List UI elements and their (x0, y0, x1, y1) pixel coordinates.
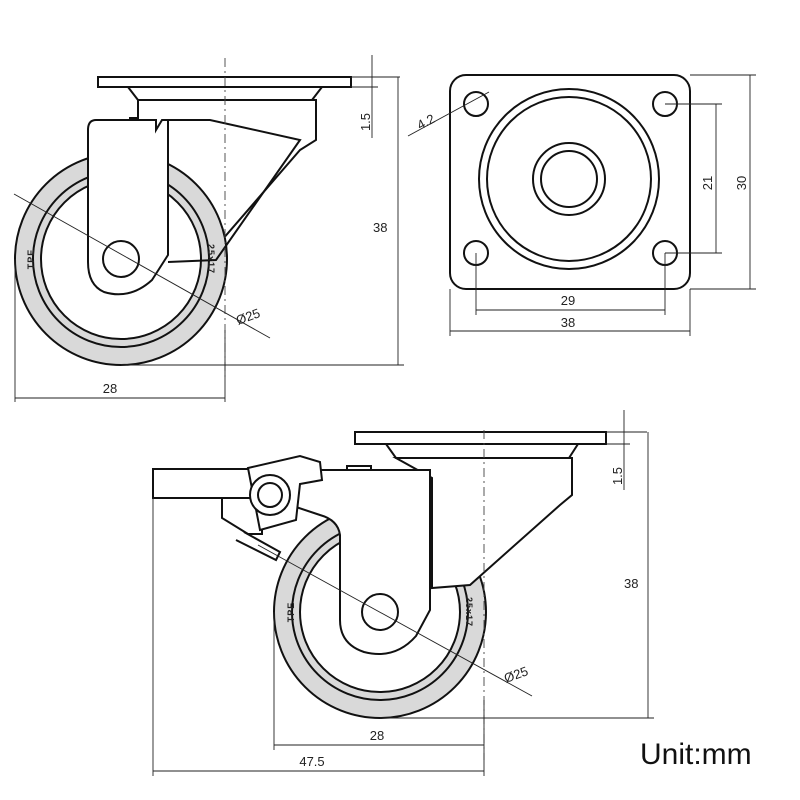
brake-wheel-marking-left: TPE (286, 602, 296, 623)
brake-pivot-inner (257, 482, 283, 508)
brake-fork-bracket (392, 457, 573, 590)
side-fork-plate (167, 119, 302, 263)
side-view: TPE 25x17 Ø25 1.5 38 28 (13, 55, 404, 402)
side-wheel-marking-left: TPE (26, 249, 36, 270)
brake-pawl (235, 531, 282, 562)
brake-overall-label: 47.5 (299, 754, 324, 769)
brake-swivel-bearing (384, 443, 580, 459)
side-width-label: 28 (103, 381, 117, 396)
brake-width-label: 28 (370, 728, 384, 743)
side-top-plate (97, 76, 352, 88)
top-hole-leader (407, 91, 490, 137)
top-plate-ring-outer (478, 88, 660, 270)
brake-height-label: 38 (624, 576, 638, 591)
side-height-label: 38 (373, 220, 387, 235)
top-plate-height-label: 30 (734, 176, 749, 190)
top-kingpin-outer (532, 142, 606, 216)
side-diameter-leader (13, 193, 271, 339)
top-hole-vspacing-label: 21 (700, 176, 715, 190)
side-wheel-marking-right: 25x17 (206, 244, 216, 274)
brake-wheel-marking-right: 25x17 (464, 597, 474, 627)
brake-top-plate (354, 431, 607, 445)
brake-plate-thickness-label: 1.5 (610, 467, 625, 485)
top-hole-diameter-label: 4.2 (414, 111, 437, 133)
top-hole-hspacing-label: 29 (561, 293, 575, 308)
brake-view: TPE 25x17 Ø25 1.5 38 28 47.5 (152, 410, 654, 776)
top-plate-ring-inner (486, 96, 652, 262)
side-diameter-label: Ø25 (234, 305, 262, 328)
side-plate-thickness-label: 1.5 (358, 113, 373, 131)
side-axle (102, 240, 140, 278)
unit-label: Unit:mm (640, 738, 752, 771)
brake-lever-pedal (152, 468, 263, 499)
top-plate-width-label: 38 (561, 315, 575, 330)
top-hole-tl (463, 91, 489, 117)
brake-diameter-label: Ø25 (502, 663, 530, 686)
top-kingpin-inner (540, 150, 598, 208)
brake-pivot-outer (249, 474, 291, 516)
brake-diameter-leader (257, 544, 533, 697)
top-view: 4.2 21 30 29 38 (407, 74, 756, 336)
